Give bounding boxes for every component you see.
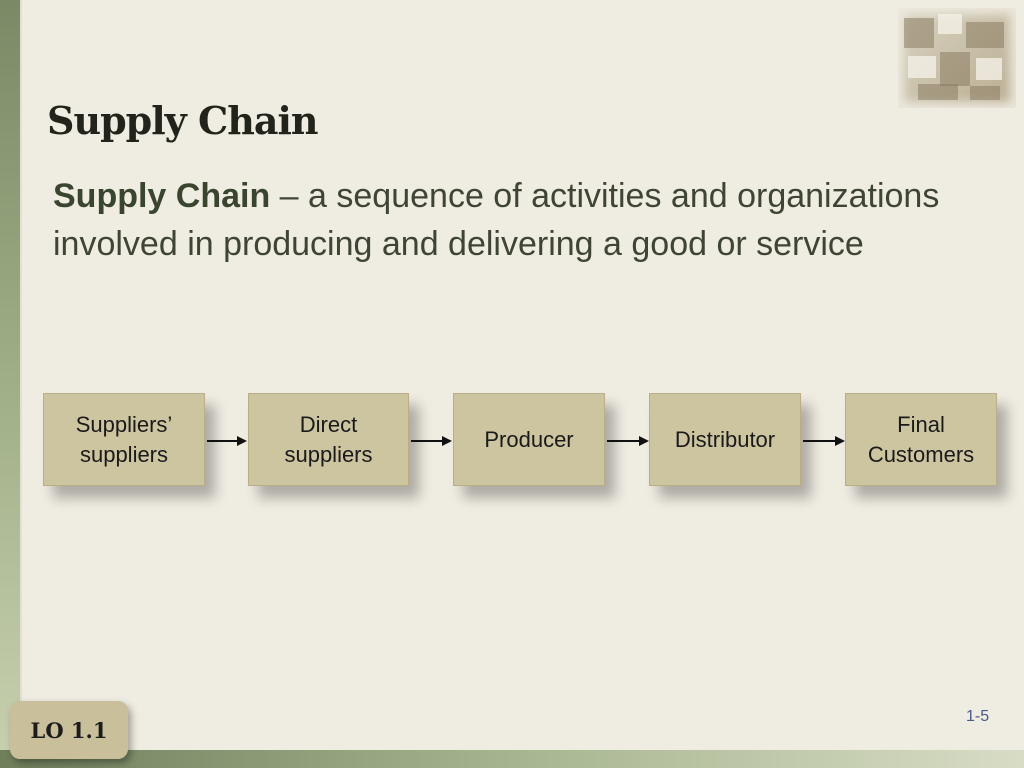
left-accent-bar xyxy=(0,0,20,768)
slide-title: Supply Chain xyxy=(47,98,319,143)
flow-node-direct-suppliers: Direct suppliers xyxy=(248,393,409,486)
definition-term: Supply Chain xyxy=(53,177,271,215)
left-accent-line xyxy=(20,0,22,768)
bottom-accent-bar xyxy=(0,750,1024,768)
flow-arrow-2 xyxy=(411,436,452,446)
flow-arrow-3 xyxy=(607,436,649,446)
header-photo-collage xyxy=(898,8,1016,108)
flow-arrow-4 xyxy=(803,436,845,446)
definition-text: Supply Chain – a sequence of activities … xyxy=(53,172,953,268)
flow-node-producer: Producer xyxy=(453,393,605,486)
definition-body: – a sequence of activities and organizat… xyxy=(53,177,940,263)
flow-node-suppliers-suppliers: Suppliers’ suppliers xyxy=(43,393,205,486)
flow-arrow-1 xyxy=(207,436,247,446)
learning-objective-badge: LO 1.1 xyxy=(10,701,128,759)
slide-number: 1-5 xyxy=(966,708,990,725)
flow-node-distributor: Distributor xyxy=(649,393,801,486)
flow-node-final-customers: Final Customers xyxy=(845,393,997,486)
